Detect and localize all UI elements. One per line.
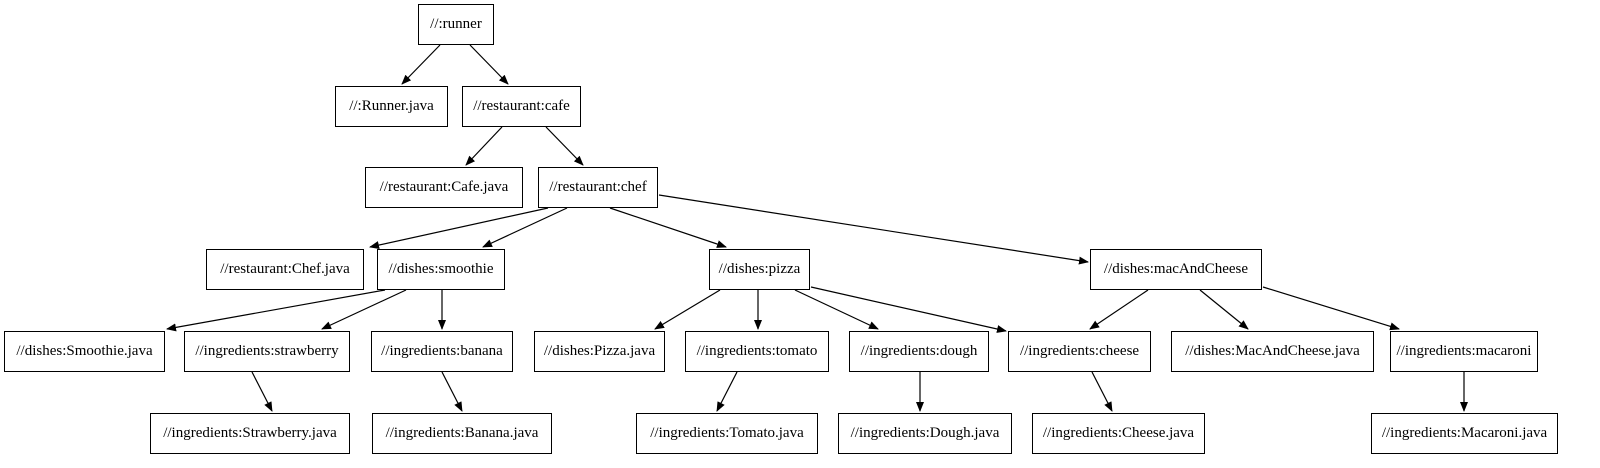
graph-node-label: //ingredients:dough [860, 343, 978, 359]
graph-node-strawberry_java[interactable]: //ingredients:Strawberry.java [150, 413, 350, 454]
graph-node-label: //dishes:MacAndCheese.java [1185, 343, 1360, 359]
graph-node-banana[interactable]: //ingredients:banana [371, 331, 513, 372]
graph-node-label: //ingredients:Cheese.java [1042, 425, 1195, 441]
graph-edge-cafe-to-cafe_java [465, 126, 503, 166]
graph-node-cheese_java[interactable]: //ingredients:Cheese.java [1032, 413, 1205, 454]
graph-node-macaroni_java[interactable]: //ingredients:Macaroni.java [1371, 413, 1558, 454]
graph-node-label: //ingredients:macaroni [1396, 343, 1532, 359]
graph-node-chef_java[interactable]: //restaurant:Chef.java [206, 249, 364, 290]
graph-node-strawberry[interactable]: //ingredients:strawberry [184, 331, 350, 372]
graph-node-label: //ingredients:Dough.java [850, 425, 1000, 441]
graph-edge-smoothie-to-smoothie_java [166, 289, 386, 332]
graph-node-label: //restaurant:Chef.java [220, 261, 350, 277]
graph-node-runner_java[interactable]: //:Runner.java [335, 86, 448, 127]
graph-node-label: //ingredients:strawberry [195, 343, 339, 359]
graph-edge-macandcheese-to-macaroni [1262, 286, 1400, 331]
graph-edge-runner-to-runner_java [401, 44, 441, 85]
graph-node-label: //dishes:macAndCheese [1103, 261, 1249, 277]
graph-node-chef[interactable]: //restaurant:chef [538, 167, 658, 208]
graph-node-label: //ingredients:Macaroni.java [1381, 425, 1548, 441]
graph-node-label: //dishes:smoothie [388, 261, 494, 277]
graph-edge-chef-to-chef_java [369, 207, 549, 249]
graph-node-pizza[interactable]: //dishes:pizza [709, 249, 810, 290]
graph-node-pizza_java[interactable]: //dishes:Pizza.java [534, 331, 665, 372]
graph-node-label: //ingredients:Banana.java [385, 425, 539, 441]
graph-node-runner[interactable]: //:runner [418, 4, 494, 45]
graph-node-label: //restaurant:Cafe.java [379, 179, 509, 195]
graph-edge-pizza-to-pizza_java [654, 289, 721, 330]
graph-edge-strawberry-to-strawberry_java [251, 371, 273, 412]
graph-node-label: //ingredients:cheese [1019, 343, 1140, 359]
graph-node-dough[interactable]: //ingredients:dough [849, 331, 989, 372]
graph-edge-banana-to-banana_java [441, 371, 463, 412]
graph-node-smoothie[interactable]: //dishes:smoothie [377, 249, 505, 290]
graph-edge-pizza-to-dough [794, 289, 879, 330]
graph-node-label: //ingredients:tomato [696, 343, 818, 359]
graph-node-label: //dishes:Pizza.java [543, 343, 656, 359]
graph-node-label: //dishes:pizza [718, 261, 801, 277]
graph-node-tomato_java[interactable]: //ingredients:Tomato.java [636, 413, 818, 454]
graph-node-label: //ingredients:Strawberry.java [163, 425, 337, 441]
graph-node-label: //ingredients:Tomato.java [650, 425, 804, 441]
graph-node-macandcheese[interactable]: //dishes:macAndCheese [1090, 249, 1262, 290]
graph-node-cheese[interactable]: //ingredients:cheese [1008, 331, 1151, 372]
graph-node-label: //dishes:Smoothie.java [16, 343, 153, 359]
graph-edge-macandcheese-to-cheese [1089, 289, 1149, 330]
graph-node-label: //restaurant:chef [549, 179, 647, 195]
graph-edge-chef-to-smoothie [482, 207, 568, 248]
graph-edge-pizza-to-cheese [810, 286, 1007, 333]
graph-edge-chef-to-pizza [609, 207, 727, 248]
graph-edge-cafe-to-chef [545, 126, 584, 166]
graph-node-macandcheese_java[interactable]: //dishes:MacAndCheese.java [1171, 331, 1374, 372]
graph-node-cafe[interactable]: //restaurant:cafe [462, 86, 581, 127]
graph-edge-smoothie-to-strawberry [321, 289, 407, 330]
graph-node-label: //ingredients:banana [381, 343, 503, 359]
graph-node-macaroni[interactable]: //ingredients:macaroni [1390, 331, 1538, 372]
graph-node-label: //restaurant:cafe [473, 98, 570, 114]
graph-edge-cheese-to-cheese_java [1091, 371, 1113, 412]
graph-edge-runner-to-cafe [469, 44, 509, 85]
graph-edge-macandcheese-to-macandcheese_java [1199, 289, 1249, 330]
graph-edge-tomato-to-tomato_java [716, 371, 738, 412]
graph-node-label: //:runner [430, 16, 482, 32]
graph-node-tomato[interactable]: //ingredients:tomato [685, 331, 829, 372]
graph-node-dough_java[interactable]: //ingredients:Dough.java [838, 413, 1012, 454]
graph-node-label: //:Runner.java [349, 98, 434, 114]
graph-node-cafe_java[interactable]: //restaurant:Cafe.java [365, 167, 523, 208]
graph-node-smoothie_java[interactable]: //dishes:Smoothie.java [4, 331, 165, 372]
graph-node-banana_java[interactable]: //ingredients:Banana.java [372, 413, 552, 454]
